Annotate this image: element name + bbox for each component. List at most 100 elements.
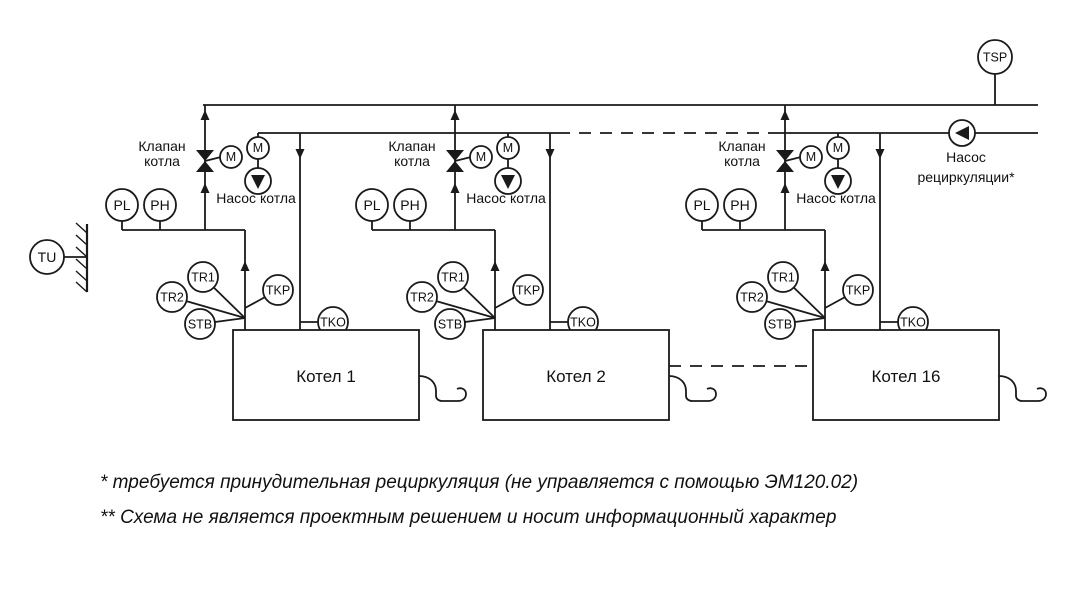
boiler-unit-16: M Клапан котла PL PH M Насос котла TR1 T…: [685, 105, 1047, 421]
boiler-label: Котел 2: [546, 367, 606, 386]
pump-motor-icon: [246, 136, 270, 160]
valve-motor-label: M: [806, 150, 816, 164]
pump-direction-icon: [831, 175, 845, 189]
boiler-unit-1: M Клапан котла PL PH M Насос котла TR1 T…: [105, 105, 467, 421]
flow-arrow-down-icon: [545, 149, 555, 159]
sensor-tr1-label: TR1: [191, 271, 215, 285]
valve-label-line1: Клапан: [718, 138, 765, 154]
pump-direction-icon: [501, 175, 515, 189]
sensor-pl: [685, 188, 719, 222]
sensor-stb: [434, 308, 466, 340]
sensor-tkp-label: TKP: [516, 284, 540, 298]
sensor-stb-label: STB: [188, 318, 212, 332]
sensor-tr2-label: TR2: [740, 291, 764, 305]
sensor-tkp: [262, 274, 294, 306]
sensor-stb-label: STB: [438, 318, 462, 332]
sensor-pl-label: PL: [363, 197, 380, 213]
sensor-tko-label: TKO: [900, 316, 926, 330]
flow-arrow-down-icon: [295, 149, 305, 159]
boiler-pump-label: Насос котла: [796, 190, 876, 206]
flue-icon: [998, 375, 1047, 402]
valve-label-line2: котла: [394, 153, 430, 169]
sensor-tkp-label: TKP: [846, 284, 870, 298]
sensor-pl-label: PL: [693, 197, 710, 213]
sensor-ph: [143, 188, 177, 222]
valve-motor-icon: [219, 145, 243, 169]
sensor-ph: [723, 188, 757, 222]
valve-label-line2: котла: [144, 153, 180, 169]
sensor-stb-label: STB: [768, 318, 792, 332]
sensor-ph: [393, 188, 427, 222]
boiler-label: Котел 1: [296, 367, 356, 386]
valve-label-line1: Клапан: [388, 138, 435, 154]
valve-actuator-link: [204, 156, 222, 162]
valve-actuator-link: [784, 156, 802, 162]
pump-motor-label: M: [253, 141, 263, 155]
pump-direction-icon: [251, 175, 265, 189]
sensor-tsp: [977, 39, 1013, 75]
flow-arrow-up-icon: [490, 261, 500, 271]
sensor-pl: [355, 188, 389, 222]
sensor-tu-label: TU: [38, 249, 57, 265]
valve-motor-icon: [469, 145, 493, 169]
flow-arrow-up-icon: [200, 110, 210, 120]
boiler-unit-2: M Клапан котла PL PH M Насос котла TR1 T…: [355, 105, 717, 421]
sensor-tr2-label: TR2: [410, 291, 434, 305]
valve-label-line2: котла: [724, 153, 760, 169]
sensor-tkp: [512, 274, 544, 306]
flue-icon: [668, 375, 717, 402]
recirc-pump-label-line1: Насос: [946, 149, 986, 165]
valve-motor-label: M: [226, 150, 236, 164]
boiler-body: [482, 329, 670, 421]
sensor-tr1-label: TR1: [771, 271, 795, 285]
outdoor-wall: [64, 222, 89, 293]
footnote-2: ** Схема не является проектным решением …: [100, 507, 836, 528]
sensor-tkp: [842, 274, 874, 306]
flow-arrow-up-icon: [780, 110, 790, 120]
sensor-tkp-label: TKP: [266, 284, 290, 298]
sensor-tko-label: TKO: [570, 316, 596, 330]
pump-motor-icon: [496, 136, 520, 160]
flow-arrow-up-icon: [450, 183, 460, 193]
boiler-pump-label: Насос котла: [466, 190, 546, 206]
sensor-pl: [105, 188, 139, 222]
recirc-pump-direction-icon: [955, 126, 969, 140]
recirc-pump-label-line2: рециркуляции*: [917, 169, 1015, 185]
sensor-ph-label: PH: [150, 197, 169, 213]
pump-motor-label: M: [833, 141, 843, 155]
flow-arrow-up-icon: [200, 183, 210, 193]
sensor-tr2: [156, 281, 188, 313]
boiler-body: [232, 329, 420, 421]
valve-motor-icon: [799, 145, 823, 169]
sensor-pl-label: PL: [113, 197, 130, 213]
sensor-tu: [29, 239, 65, 275]
valve-label-line1: Клапан: [138, 138, 185, 154]
sensor-tr1-label: TR1: [441, 271, 465, 285]
flow-arrow-up-icon: [780, 183, 790, 193]
flue-icon: [418, 375, 467, 402]
boiler-pump-label: Насос котла: [216, 190, 296, 206]
sensor-stb: [764, 308, 796, 340]
valve-actuator-link: [454, 156, 472, 162]
pump-motor-icon: [826, 136, 850, 160]
boiler-label: Котел 16: [871, 367, 940, 386]
footnote-1: * требуется принудительная рециркуляция …: [100, 472, 858, 493]
flow-arrow-up-icon: [450, 110, 460, 120]
pump-motor-label: M: [503, 141, 513, 155]
sensor-tr2: [736, 281, 768, 313]
boiler-body: [812, 329, 1000, 421]
flow-arrow-up-icon: [820, 261, 830, 271]
sensor-tr1: [187, 261, 219, 293]
flow-arrow-up-icon: [240, 261, 250, 271]
sensor-tr2-label: TR2: [160, 291, 184, 305]
sensor-ph-label: PH: [730, 197, 749, 213]
sensor-stb: [184, 308, 216, 340]
valve-motor-label: M: [476, 150, 486, 164]
sensor-tko-label: TKO: [320, 316, 346, 330]
sensor-tr1: [437, 261, 469, 293]
sensor-ph-label: PH: [400, 197, 419, 213]
flow-arrow-down-icon: [875, 149, 885, 159]
sensor-tr2: [406, 281, 438, 313]
